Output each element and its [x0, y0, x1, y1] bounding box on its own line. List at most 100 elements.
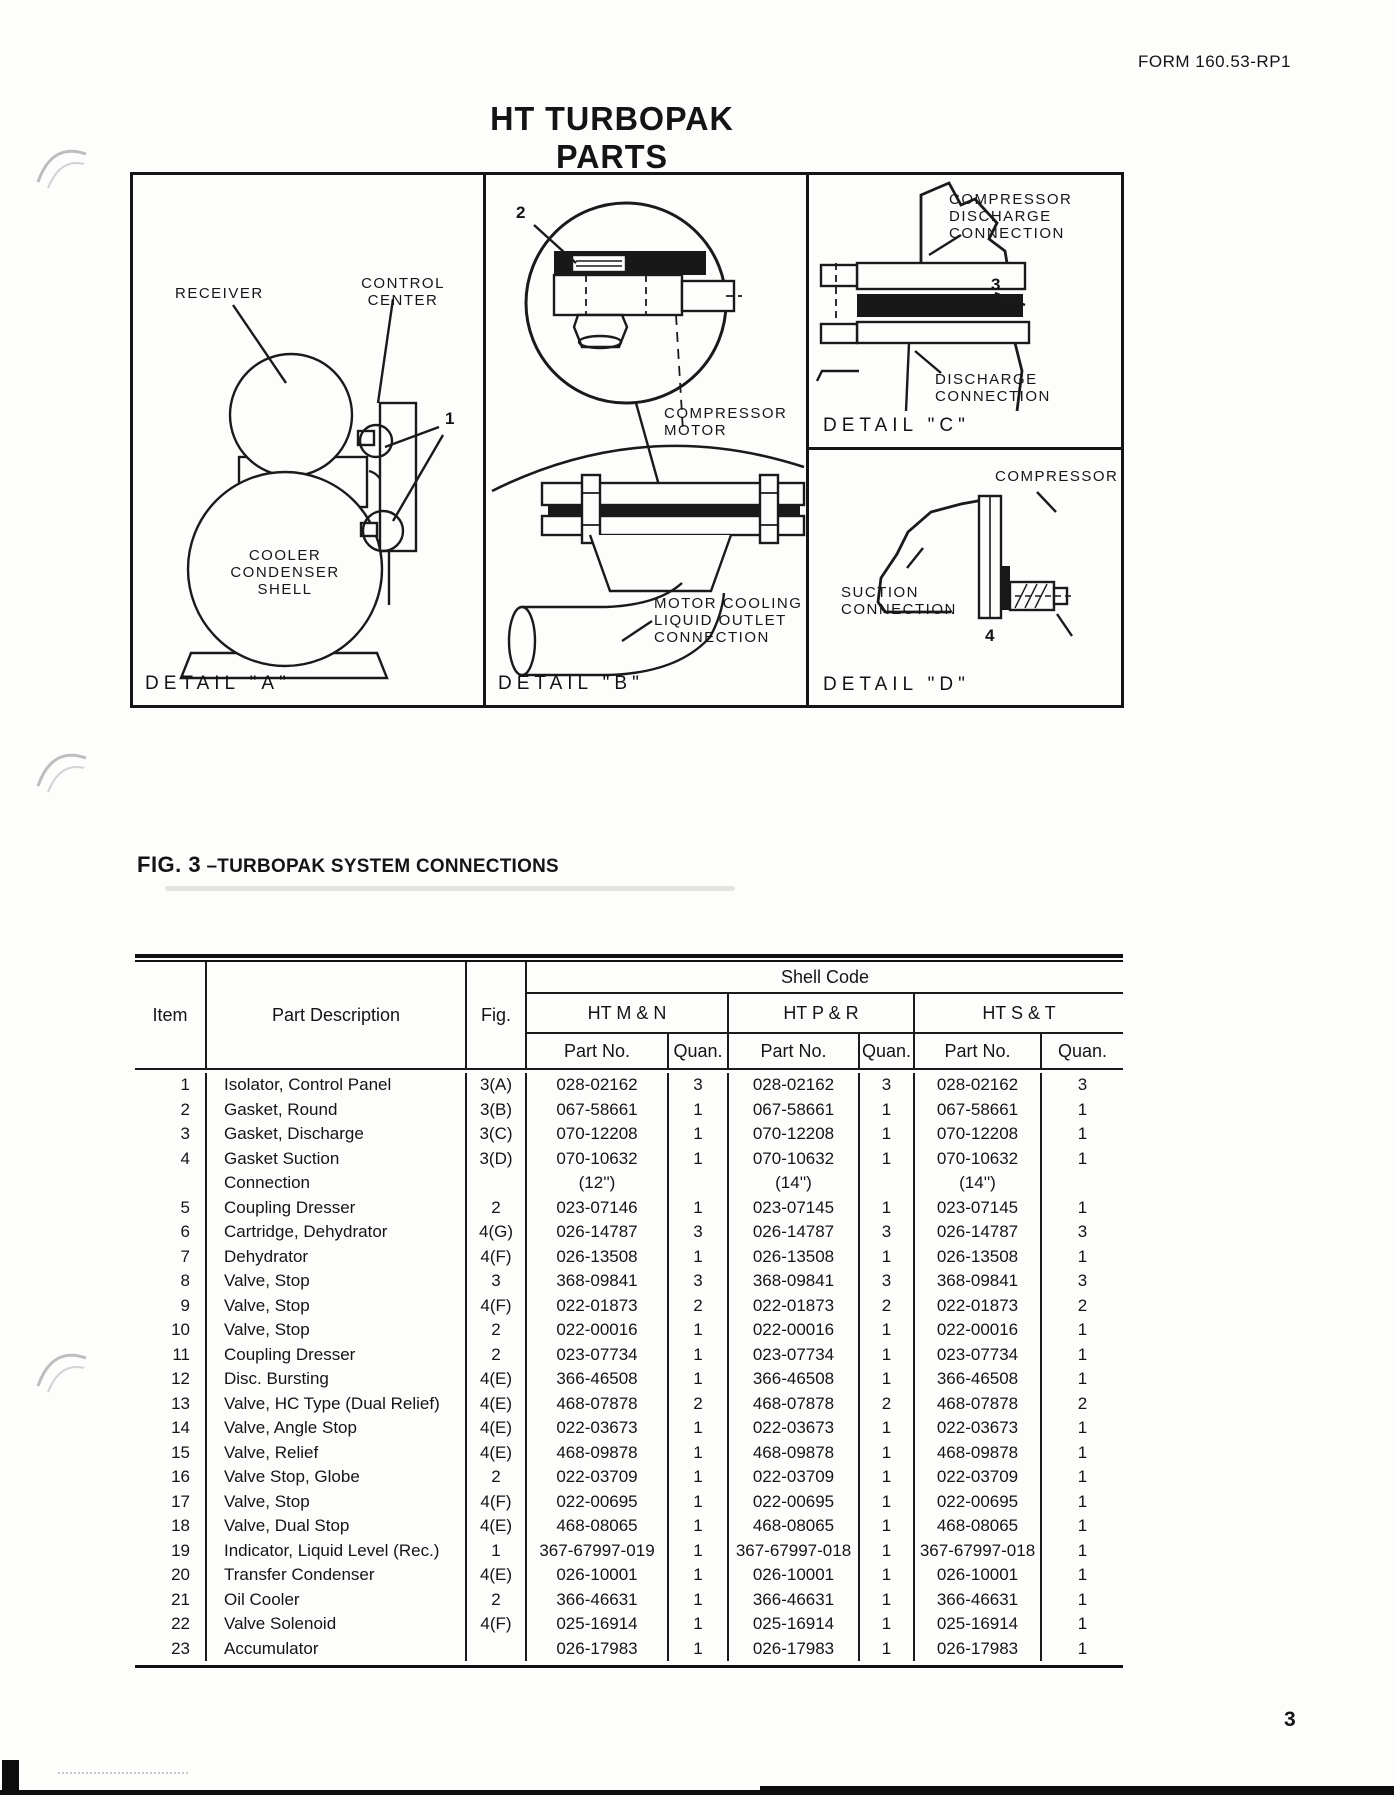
- col-header-quan: Quan.: [667, 1034, 727, 1068]
- cell-pn2: 070-12208: [727, 1122, 858, 1147]
- cell-pn1: 022-03709: [556, 1467, 638, 1486]
- cell-item: 9: [180, 1295, 190, 1315]
- cell-item: 21: [171, 1589, 190, 1609]
- cell-desc: Accumulator: [205, 1636, 465, 1661]
- detail-b-label: DETAIL "B": [498, 673, 644, 694]
- compressor-motor-label: COMPRESSOR MOTOR: [664, 405, 788, 439]
- cell-pn3: 367-67997-018: [913, 1538, 1040, 1563]
- cell-pn1: 070-10632 (12''): [556, 1148, 638, 1193]
- cell-desc: Isolator, Control Panel: [205, 1073, 465, 1098]
- cell-fig: 3(D): [465, 1146, 527, 1196]
- callout-3: 3: [991, 275, 1001, 294]
- control-center-label: CONTROL CENTER: [361, 275, 445, 309]
- cell-pn3: 023-07734: [913, 1342, 1040, 1367]
- page-number: 3: [1284, 1708, 1296, 1731]
- cell-q2: 3: [858, 1073, 913, 1098]
- cell-q2: 1: [858, 1195, 913, 1220]
- cell-q3: 1: [1040, 1416, 1123, 1441]
- cell-pn3: 026-13508: [913, 1244, 1040, 1269]
- receiver-label: RECEIVER: [175, 285, 264, 302]
- col-header-item: Item: [152, 1004, 188, 1025]
- cell-q3: 1: [1040, 1563, 1123, 1588]
- cell-pn2: 022-00016: [727, 1318, 858, 1343]
- cell-item: 3: [180, 1124, 190, 1143]
- col-header-shell-code: Shell Code: [527, 962, 1123, 994]
- cell-q1: 1: [667, 1489, 727, 1514]
- cell-item: 11: [172, 1344, 190, 1364]
- cell-item: 4: [180, 1148, 190, 1168]
- cell-item: 15: [171, 1442, 190, 1462]
- cell-q3: 3: [1040, 1073, 1123, 1098]
- cell-q1: 1: [667, 1318, 727, 1343]
- detail-d-drawing: [876, 491, 1073, 637]
- cell-pn1: 366-46631: [556, 1589, 638, 1609]
- cell-fig: 2: [465, 1342, 527, 1367]
- cell-pn2: 023-07145: [727, 1195, 858, 1220]
- cell-q1: 3: [667, 1073, 727, 1098]
- cell-fig: 2: [465, 1587, 527, 1612]
- cell-pn1: 468-08065: [556, 1516, 638, 1535]
- cell-q3: 2: [1040, 1293, 1123, 1318]
- cell-q2: 1: [858, 1587, 913, 1612]
- cell-pn2: 023-07734: [727, 1342, 858, 1367]
- cell-pn2: 022-01873: [727, 1293, 858, 1318]
- cell-q3: 1: [1040, 1587, 1123, 1612]
- table-top-rule-inner: [135, 960, 1123, 962]
- cell-fig: 3(A): [465, 1073, 527, 1098]
- cell-pn3: 025-16914: [913, 1612, 1040, 1637]
- cell-pn1: 028-02162: [556, 1075, 638, 1094]
- cell-item: 22: [171, 1614, 190, 1633]
- cell-q2: 1: [858, 1465, 913, 1490]
- cell-pn2: 366-46631: [727, 1587, 858, 1612]
- cell-q2: 1: [858, 1636, 913, 1661]
- cell-pn2: 025-16914: [727, 1612, 858, 1637]
- cell-desc: Gasket, Discharge: [205, 1122, 465, 1147]
- cell-fig: [465, 1636, 527, 1661]
- cell-q1: 1: [667, 1636, 727, 1661]
- cell-pn1: 022-03673: [556, 1418, 638, 1437]
- cell-pn2: 022-03673: [727, 1416, 858, 1441]
- cell-q2: 1: [858, 1416, 913, 1441]
- cell-pn2: 067-58661: [727, 1097, 858, 1122]
- cell-pn3: 022-01873: [913, 1293, 1040, 1318]
- col-header-part-description: Part Description: [205, 962, 465, 1068]
- cell-fig: 4(E): [465, 1440, 527, 1465]
- cell-item: 16: [171, 1467, 190, 1486]
- cell-fig: 4(E): [465, 1416, 527, 1441]
- cell-q2: 1: [858, 1489, 913, 1514]
- cell-pn1: 022-00695: [556, 1491, 638, 1511]
- cell-pn2: 026-13508: [727, 1244, 858, 1269]
- cell-q1: 1: [667, 1146, 727, 1196]
- cell-q1: 1: [667, 1587, 727, 1612]
- cell-q2: 2: [858, 1391, 913, 1416]
- cell-q2: 2: [858, 1293, 913, 1318]
- cell-pn3: 023-07145: [913, 1195, 1040, 1220]
- cell-q3: 1: [1040, 1122, 1123, 1147]
- cell-pn3: 468-09878: [913, 1440, 1040, 1465]
- cell-desc: Valve, Relief: [205, 1440, 465, 1465]
- cell-fig: 4(G): [465, 1220, 527, 1245]
- callout-2: 2: [516, 203, 526, 222]
- cell-fig: 4(F): [465, 1489, 527, 1514]
- cell-fig: 2: [465, 1318, 527, 1343]
- cell-pn3: 022-00016: [913, 1318, 1040, 1343]
- cell-q3: 1: [1040, 1146, 1123, 1196]
- cell-pn3: 022-00695: [913, 1489, 1040, 1514]
- cell-pn2: 026-14787: [727, 1220, 858, 1245]
- cell-q3: 1: [1040, 1195, 1123, 1220]
- cell-desc: Valve, Dual Stop: [205, 1514, 465, 1539]
- cell-pn1: 468-09878: [556, 1442, 638, 1462]
- cell-q2: 1: [858, 1440, 913, 1465]
- cell-pn3: 468-08065: [913, 1514, 1040, 1539]
- cell-q2: 1: [858, 1318, 913, 1343]
- cell-q1: 1: [667, 1416, 727, 1441]
- col-header-ht-m-n: HT M & N: [527, 994, 727, 1034]
- cell-fig: 4(E): [465, 1514, 527, 1539]
- cell-pn3: 070-12208: [913, 1122, 1040, 1147]
- cell-desc: Gasket, Round: [205, 1097, 465, 1122]
